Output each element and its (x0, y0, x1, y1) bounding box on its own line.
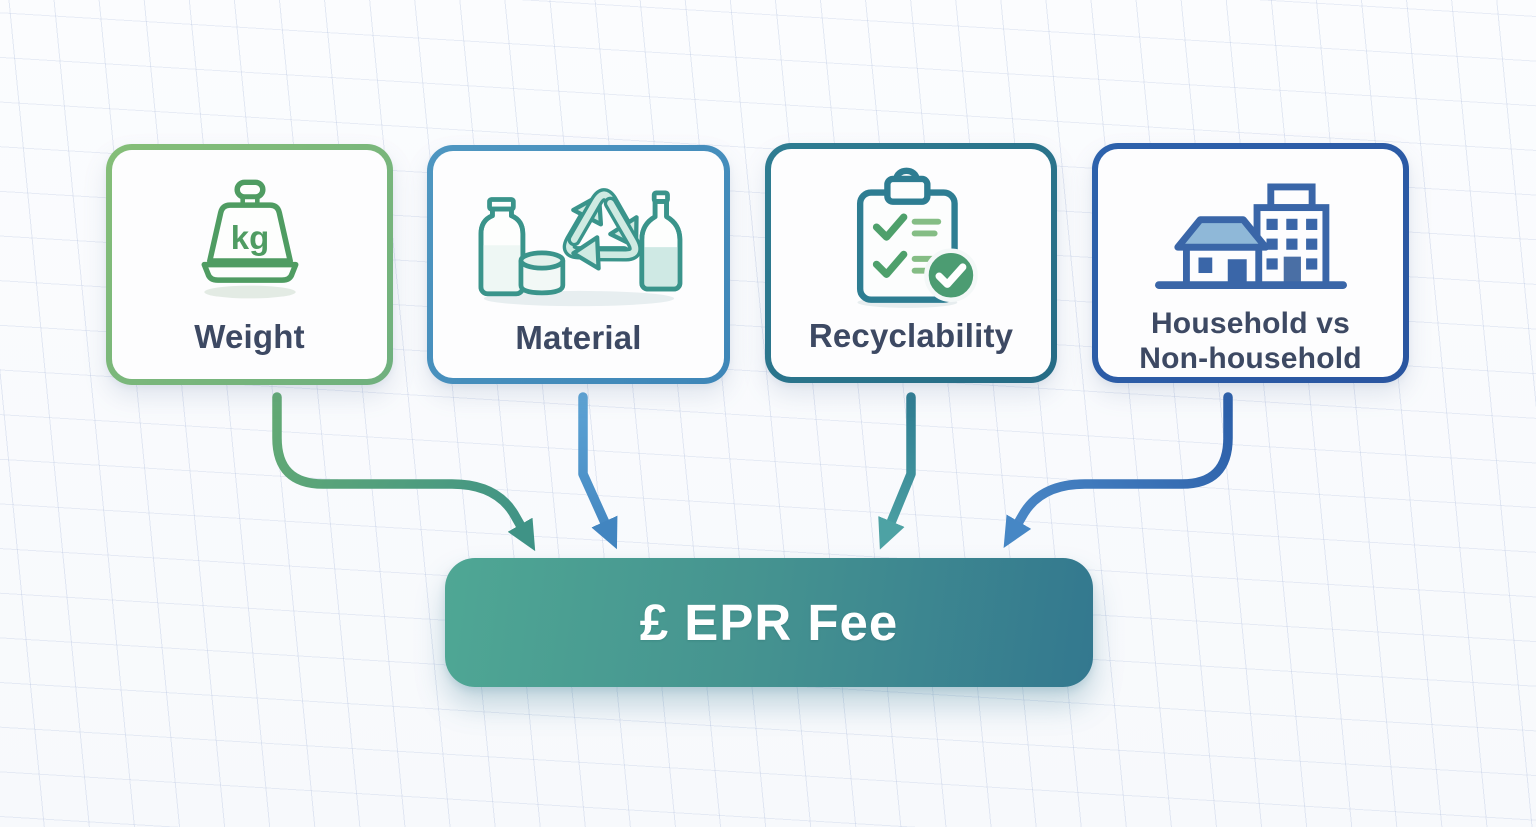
arrow-material-to-fee (578, 392, 618, 550)
factor-card-material: Material (427, 145, 730, 384)
clipboard-clip (884, 175, 931, 205)
arrow-weight-to-fee (272, 392, 536, 552)
arrow-recyclability-to-fee (878, 392, 916, 550)
factor-label-household: Household vs Non-household (1139, 307, 1362, 375)
factor-card-recyclability: Recyclability (765, 143, 1057, 383)
glass-bottle (638, 190, 682, 292)
recycle-symbol (561, 192, 651, 278)
factor-label-material: Material (515, 319, 642, 356)
recyclability-checklist-icon (842, 163, 980, 313)
epr-fee-label: £ EPR Fee (639, 594, 899, 651)
office-building (1253, 183, 1329, 289)
house (1173, 216, 1269, 289)
plastic-bottle (478, 197, 525, 297)
checkmark-2 (872, 250, 908, 278)
factor-card-household: Household vs Non-household (1092, 143, 1409, 383)
arrow-household-to-fee (1003, 392, 1233, 548)
recycling-materials-icon (460, 165, 698, 315)
tin-can (518, 250, 565, 296)
weight-kilogram-icon: kg (186, 164, 314, 314)
household-buildings-icon (1152, 165, 1350, 307)
factor-card-weight: kg Weight (106, 144, 393, 385)
factor-label-weight: Weight (194, 318, 305, 355)
factor-label-recyclability: Recyclability (808, 317, 1014, 354)
checkmark-1 (872, 213, 908, 241)
epr-fee-box: £ EPR Fee (445, 558, 1093, 687)
kg-label: kg (230, 219, 268, 256)
